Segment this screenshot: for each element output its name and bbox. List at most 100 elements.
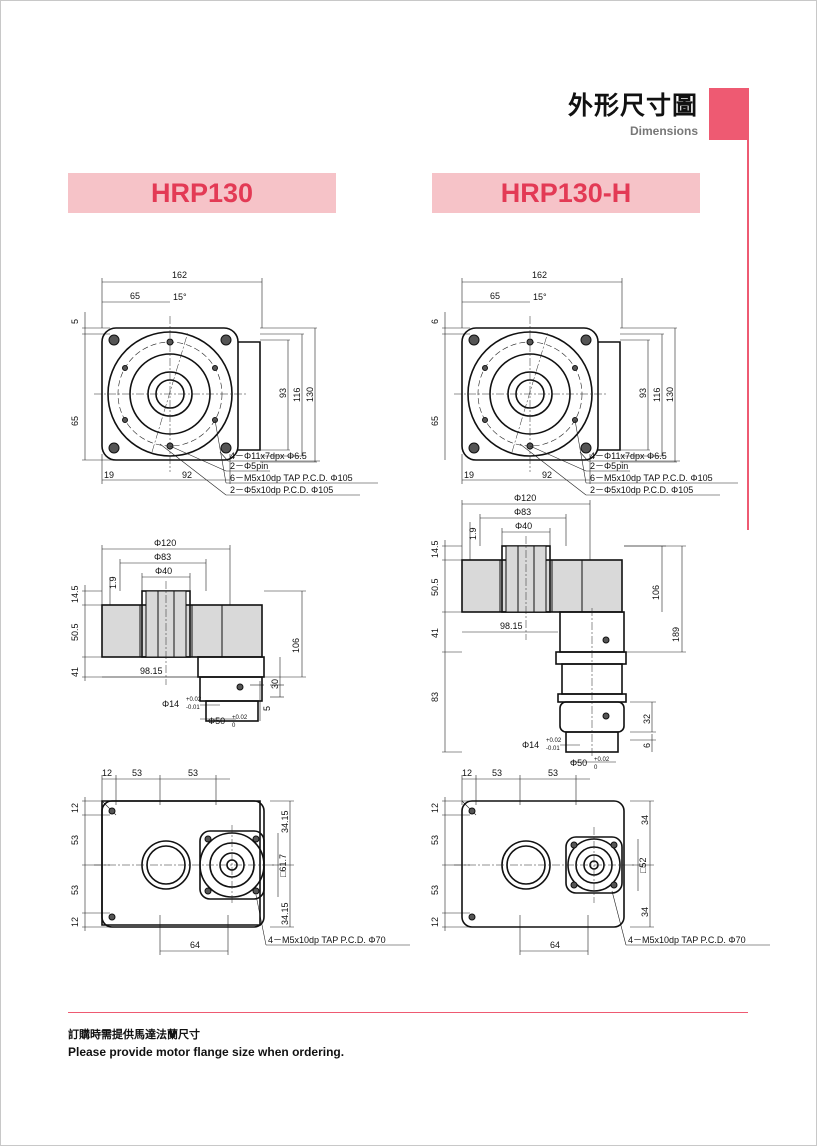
tol-phi50-lower: 0 — [594, 765, 598, 771]
dim-1-9: 1.9 — [468, 527, 478, 540]
header-accent-line — [747, 140, 749, 530]
hrp130-h-side-view: Φ120 Φ83 Φ40 14.5 50.5 41 83 1.9 98.15 1… — [430, 493, 686, 771]
note-pin: 2－Φ5pin — [230, 461, 268, 471]
dim-34b: 34 — [640, 907, 650, 917]
dimension-lines — [82, 545, 306, 721]
tol-phi14-lower: -0.01 — [546, 746, 560, 752]
dim-30: 30 — [270, 679, 280, 689]
dim-162: 162 — [532, 270, 547, 280]
base-plate — [454, 800, 634, 928]
section-subtitle: Dimensions — [629, 124, 698, 138]
dim-34-15b: 34.15 — [280, 902, 290, 925]
model-label: HRP130 — [150, 177, 254, 208]
dim-12-vertical: 12 — [70, 803, 80, 813]
dim-50-5: 50.5 — [430, 578, 440, 596]
tol-phi50-upper: +0.02 — [232, 715, 248, 721]
dim-53b: 53 — [548, 768, 558, 778]
dim-5b: 5 — [262, 706, 272, 711]
dim-189: 189 — [671, 627, 681, 642]
note-counterbore: 4－Φ11x7dpx Φ6.5 — [590, 451, 667, 461]
note-pin: 2－Φ5pin — [590, 461, 628, 471]
dim-15deg: 15° — [173, 292, 187, 302]
dim-92: 92 — [182, 470, 192, 480]
dim-64: 64 — [190, 940, 200, 950]
dim-65-vertical: 65 — [430, 416, 440, 426]
note-tap-70: 4－M5x10dp TAP P.C.D. Φ70 — [628, 935, 746, 945]
model-label: HRP130-H — [500, 177, 632, 208]
dim-130: 130 — [305, 387, 315, 402]
tol-phi50-lower: 0 — [232, 723, 236, 729]
leader-lines — [159, 419, 378, 496]
dim-phi120: Φ120 — [154, 538, 176, 548]
dim-92: 92 — [542, 470, 552, 480]
dim-phi120: Φ120 — [514, 493, 536, 503]
dimension-lines — [442, 500, 686, 763]
note-tap-105: 6－M5x10dp TAP P.C.D. Φ105 — [230, 473, 353, 483]
dim-98-15: 98.15 — [500, 621, 523, 631]
leader-lines — [519, 419, 738, 496]
tol-phi14-upper: +0.02 — [546, 738, 562, 744]
dim-106: 106 — [291, 638, 301, 653]
dim-93: 93 — [638, 388, 648, 398]
dim-14-5: 14.5 — [70, 585, 80, 603]
dim-34: 34 — [640, 815, 650, 825]
hrp130-side-view: Φ120 Φ83 Φ40 14.5 50.5 41 1.9 98.15 106 … — [70, 538, 306, 729]
dimension-lines — [442, 278, 677, 484]
note-tap-70: 4－M5x10dp TAP P.C.D. Φ70 — [268, 935, 386, 945]
dim-32: 32 — [642, 714, 652, 724]
dim-64: 64 — [550, 940, 560, 950]
dim-53-vertical: 53 — [430, 835, 440, 845]
dim-19: 19 — [464, 470, 474, 480]
dim-15deg: 15° — [533, 292, 547, 302]
dimension-lines — [82, 278, 317, 484]
dimension-lines — [82, 775, 410, 955]
dim-14-5: 14.5 — [430, 540, 440, 558]
dim-130: 130 — [665, 387, 675, 402]
hrp130-bottom-view: 12 53 53 12 53 53 12 64 34.15 34.15 □61.… — [70, 768, 410, 955]
footer-note-cn: 訂購時需提供馬達法蘭尺寸 — [68, 1029, 200, 1041]
note-hole-105: 2－Φ5x10dp P.C.D. Φ105 — [230, 485, 333, 495]
dim-phi40: Φ40 — [515, 521, 532, 531]
note-tap-105: 6－M5x10dp TAP P.C.D. Φ105 — [590, 473, 713, 483]
tol-phi14-lower: -0.01 — [186, 705, 200, 711]
dim-19: 19 — [104, 470, 114, 480]
dim-53-vertical: 53 — [70, 835, 80, 845]
dim-116: 116 — [652, 388, 662, 402]
dim-106: 106 — [651, 585, 661, 600]
dim-53: 53 — [132, 768, 142, 778]
dim-1-9: 1.9 — [108, 576, 118, 589]
footer-divider — [68, 1012, 748, 1013]
dim-5: 5 — [70, 319, 80, 324]
footer-note-en: Please provide motor flange size when or… — [68, 1045, 345, 1059]
dim-square-52: □52 — [638, 858, 648, 873]
dim-65: 65 — [490, 291, 500, 301]
dim-53: 53 — [492, 768, 502, 778]
dim-65-vertical: 65 — [70, 416, 80, 426]
dim-6: 6 — [430, 319, 440, 324]
dim-12-vertical-b: 12 — [430, 917, 440, 927]
dim-98-15: 98.15 — [140, 666, 163, 676]
dim-116: 116 — [292, 388, 302, 402]
gearbox-body — [101, 581, 265, 722]
dim-phi50: Φ50 — [570, 758, 587, 768]
dim-83: 83 — [430, 692, 440, 702]
tol-phi14-upper: +0.02 — [186, 697, 202, 703]
section-title: 外形尺寸圖 — [567, 91, 698, 120]
dim-6b: 6 — [642, 743, 652, 748]
dim-41: 41 — [70, 667, 80, 677]
dim-12: 12 — [102, 768, 112, 778]
dim-phi14: Φ14 — [162, 699, 179, 709]
dim-34-15: 34.15 — [280, 810, 290, 833]
hrp130-h-top-view: 162 65 15° 6 65 93 116 130 19 92 4－Φ11x7… — [430, 270, 738, 496]
tol-phi50-upper: +0.02 — [594, 757, 610, 763]
note-counterbore: 4－Φ11x7dpx Φ6.5 — [230, 451, 307, 461]
dim-53b: 53 — [188, 768, 198, 778]
dim-41: 41 — [430, 628, 440, 638]
dim-50-5: 50.5 — [70, 623, 80, 641]
model-banner-hrp130-h: HRP130-H — [432, 173, 700, 213]
note-hole-105: 2－Φ5x10dp P.C.D. Φ105 — [590, 485, 693, 495]
dim-12-vertical-b: 12 — [70, 917, 80, 927]
dim-12: 12 — [462, 768, 472, 778]
dim-phi83: Φ83 — [154, 552, 171, 562]
dim-65: 65 — [130, 291, 140, 301]
